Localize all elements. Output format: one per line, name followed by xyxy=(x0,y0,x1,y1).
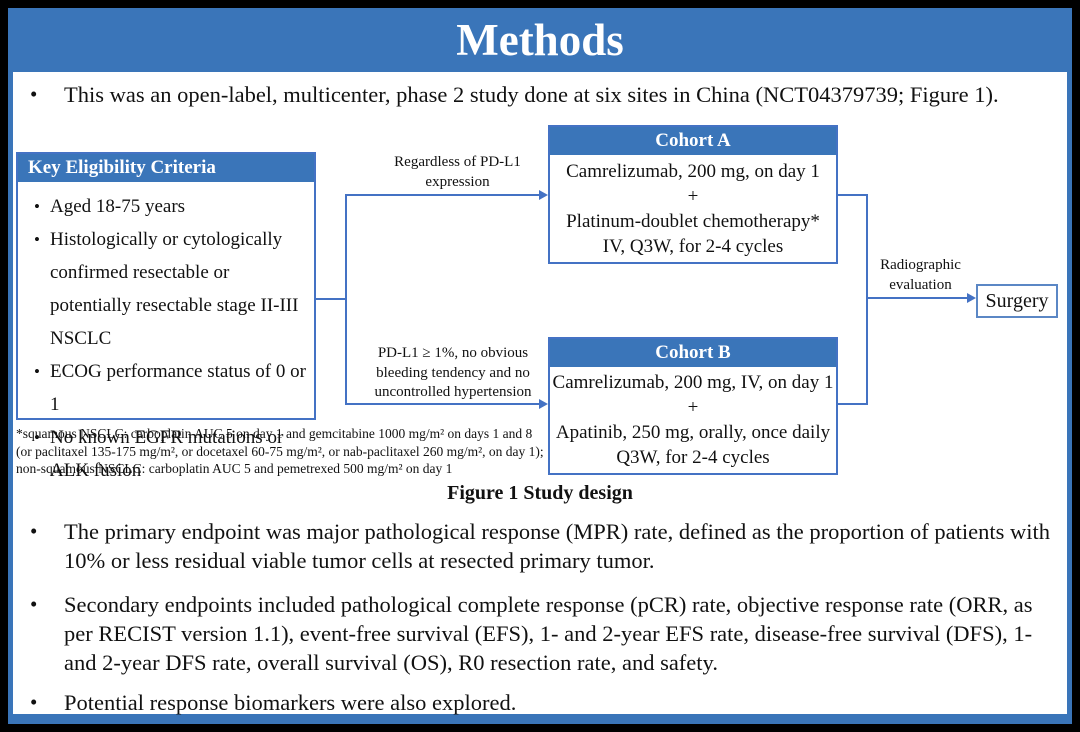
cohort-a-header: Cohort A xyxy=(550,127,836,155)
cohort-b-body: Camrelizumab, 200 mg, IV, on day 1 + Apa… xyxy=(550,367,836,473)
connector-from-cohort-a xyxy=(838,194,868,196)
bullet-intro-text: This was an open-label, multicenter, pha… xyxy=(64,82,999,107)
title-band: Methods xyxy=(8,8,1072,72)
cohort-b-line: Apatinib, 250 mg, orally, once daily xyxy=(555,422,831,443)
bullet-marker: • xyxy=(30,592,38,616)
cohort-a-line: Platinum-doublet chemotherapy* xyxy=(566,210,820,232)
bullet-secondary-text: Secondary endpoints included pathologica… xyxy=(64,592,1033,675)
figure-caption: Figure 1 Study design xyxy=(447,482,633,504)
bullet-marker: • xyxy=(30,690,38,714)
bullet-marker: • xyxy=(34,428,40,447)
eligibility-header: Key Eligibility Criteria xyxy=(18,154,314,182)
chemotherapy-footnote: *squamous NSCLC: carboplatin AUC 5 on da… xyxy=(16,426,544,476)
cohort-b-line: Camrelizumab, 200 mg, IV, on day 1 xyxy=(552,372,834,393)
list-item: • Aged 18-75 years xyxy=(24,190,310,223)
bullet-marker: • xyxy=(34,362,40,381)
surgery-label: Surgery xyxy=(985,289,1049,312)
bullet-marker: • xyxy=(30,519,38,543)
surgery-box: Surgery xyxy=(976,284,1058,318)
list-item: • Histologically or cytologically confir… xyxy=(24,223,310,355)
eligibility-item-text: Aged 18-75 years xyxy=(50,196,186,217)
cohort-a-line: Camrelizumab, 200 mg, on day 1 xyxy=(566,160,820,182)
bullet-biomarkers-text: Potential response biomarkers were also … xyxy=(64,690,517,715)
bullet-intro: • This was an open-label, multicenter, p… xyxy=(26,80,1060,109)
cohort-b-header: Cohort B xyxy=(550,339,836,367)
page-title: Methods xyxy=(456,15,624,65)
list-item: • ECOG performance status of 0 or 1 xyxy=(24,355,310,421)
bullet-marker: • xyxy=(34,197,40,216)
frame-left-edge xyxy=(8,72,13,722)
connector-merge-trunk xyxy=(866,194,868,405)
eligibility-box: Key Eligibility Criteria • Aged 18-75 ye… xyxy=(16,152,316,481)
arrowhead-cohort-a-icon xyxy=(539,190,548,200)
eligibility-item-text: No known EGFR mutations or ALK fusion xyxy=(50,427,284,481)
bullet-primary-endpoint: • The primary endpoint was major patholo… xyxy=(26,517,1054,575)
eligibility-list: • Aged 18-75 years • Histologically or c… xyxy=(18,182,314,487)
connector-to-cohort-a xyxy=(345,194,539,196)
bullet-marker: • xyxy=(34,230,40,249)
connector-to-surgery xyxy=(866,297,967,299)
connector-stub xyxy=(316,298,346,300)
frame-right-edge xyxy=(1067,72,1072,722)
arrowhead-cohort-b-icon xyxy=(539,399,548,409)
bullet-primary-text: The primary endpoint was major pathologi… xyxy=(64,519,1051,573)
connector-trunk xyxy=(345,194,347,405)
cohort-b-line: + xyxy=(687,397,699,418)
cohort-a-line: IV, Q3W, for 2-4 cycles xyxy=(602,235,784,257)
cohort-a-line: + xyxy=(687,185,699,207)
cohort-a-box: Cohort A Camrelizumab, 200 mg, on day 1 … xyxy=(548,125,838,264)
eligibility-item-text: Histologically or cytologically confirme… xyxy=(50,229,299,349)
list-item: • No known EGFR mutations or ALK fusion xyxy=(24,421,310,487)
branch-b-label: PD-L1 ≥ 1%, no obvious bleeding tendency… xyxy=(374,345,532,400)
connector-to-cohort-b xyxy=(345,403,539,405)
arrowhead-surgery-icon xyxy=(967,293,976,303)
radiographic-evaluation-label: Radiographic evaluation xyxy=(880,257,961,293)
bullet-biomarkers: • Potential response biomarkers were als… xyxy=(26,688,1054,717)
cohort-a-body: Camrelizumab, 200 mg, on day 1 + Platinu… xyxy=(550,155,836,262)
cohort-b-box: Cohort B Camrelizumab, 200 mg, IV, on da… xyxy=(548,337,838,475)
bullet-marker: • xyxy=(30,82,38,106)
eligibility-item-text: ECOG performance status of 0 or 1 xyxy=(50,361,306,415)
bullet-secondary-endpoints: • Secondary endpoints included pathologi… xyxy=(26,590,1054,677)
frame-bottom-bar xyxy=(8,714,1072,724)
branch-a-label: Regardless of PD-L1 expression xyxy=(394,154,521,190)
connector-from-cohort-b xyxy=(838,403,868,405)
cohort-b-line: Q3W, for 2-4 cycles xyxy=(616,447,770,468)
